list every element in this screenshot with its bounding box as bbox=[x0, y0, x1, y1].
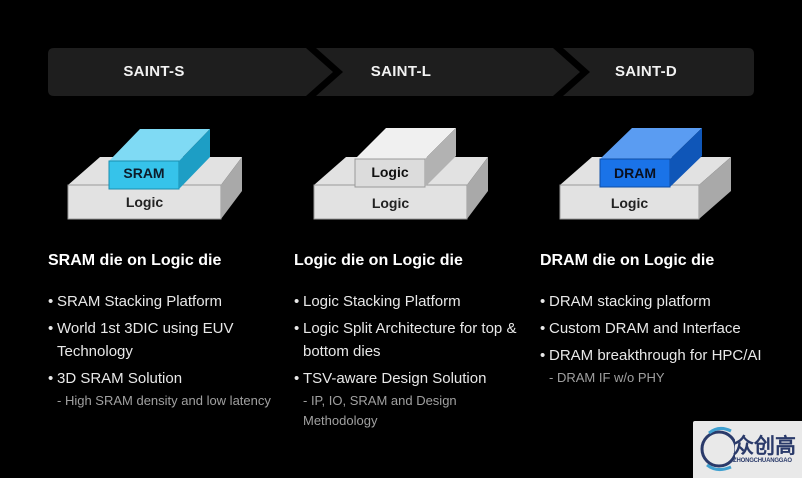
watermark-name: 众创高 bbox=[733, 435, 796, 458]
die-illustration bbox=[559, 128, 731, 220]
bullet-list: DRAM stacking platform Custom DRAM and I… bbox=[540, 290, 780, 388]
bullet-list: Logic Stacking Platform Logic Split Arch… bbox=[294, 290, 534, 431]
bullet-item: Logic Split Architecture for top & botto… bbox=[294, 317, 534, 363]
banner-chevrons bbox=[48, 48, 754, 96]
bullet-item: Custom DRAM and Interface bbox=[540, 317, 780, 340]
watermark-ring-icon bbox=[700, 426, 735, 472]
top-die-label: DRAM bbox=[614, 165, 656, 181]
bullet-item: World 1st 3DIC using EUV Technology bbox=[48, 317, 288, 363]
bullet-list: SRAM Stacking Platform World 1st 3DIC us… bbox=[48, 290, 288, 411]
bullet-item: TSV-aware Design Solution bbox=[294, 367, 534, 390]
step-saint-l: SAINT-L bbox=[370, 63, 432, 80]
watermark-logo: 众创高 ZHONGCHUANGGAO bbox=[693, 421, 802, 478]
top-die-label: Logic bbox=[371, 164, 409, 180]
bottom-die-label: Logic bbox=[125, 194, 164, 210]
die-stack-sram: SRAM Logic bbox=[48, 120, 248, 230]
step-saint-s: SAINT-S bbox=[123, 63, 185, 80]
column-heading: DRAM die on Logic die bbox=[540, 252, 715, 269]
die-stack-logic: Logic Logic bbox=[294, 120, 494, 230]
bottom-die-label: Logic bbox=[610, 195, 649, 211]
top-die-label: SRAM bbox=[123, 165, 165, 181]
bullet-item: Logic Stacking Platform bbox=[294, 290, 534, 313]
sub-note: - High SRAM density and low latency bbox=[57, 393, 271, 408]
die-illustration bbox=[313, 128, 488, 220]
bullet-item: 3D SRAM Solution bbox=[48, 367, 288, 390]
bullet-item: DRAM stacking platform bbox=[540, 290, 780, 313]
bullet-item: DRAM breakthrough for HPC/AI bbox=[540, 344, 780, 367]
step-saint-d: SAINT-D bbox=[614, 63, 678, 80]
column-heading: Logic die on Logic die bbox=[294, 252, 463, 269]
saint-banner: SAINT-S SAINT-L SAINT-D bbox=[48, 48, 754, 96]
die-stack-dram: DRAM Logic bbox=[540, 120, 740, 230]
bottom-die-label: Logic bbox=[371, 195, 410, 211]
watermark-subtitle: ZHONGCHUANGGAO bbox=[733, 458, 792, 464]
column-heading: SRAM die on Logic die bbox=[48, 252, 222, 269]
die-illustration bbox=[67, 129, 242, 220]
sub-note: - DRAM IF w/o PHY bbox=[549, 370, 665, 385]
bullet-item: SRAM Stacking Platform bbox=[48, 290, 288, 313]
sub-note: - IP, IO, SRAM and Design Methodology bbox=[303, 393, 457, 428]
